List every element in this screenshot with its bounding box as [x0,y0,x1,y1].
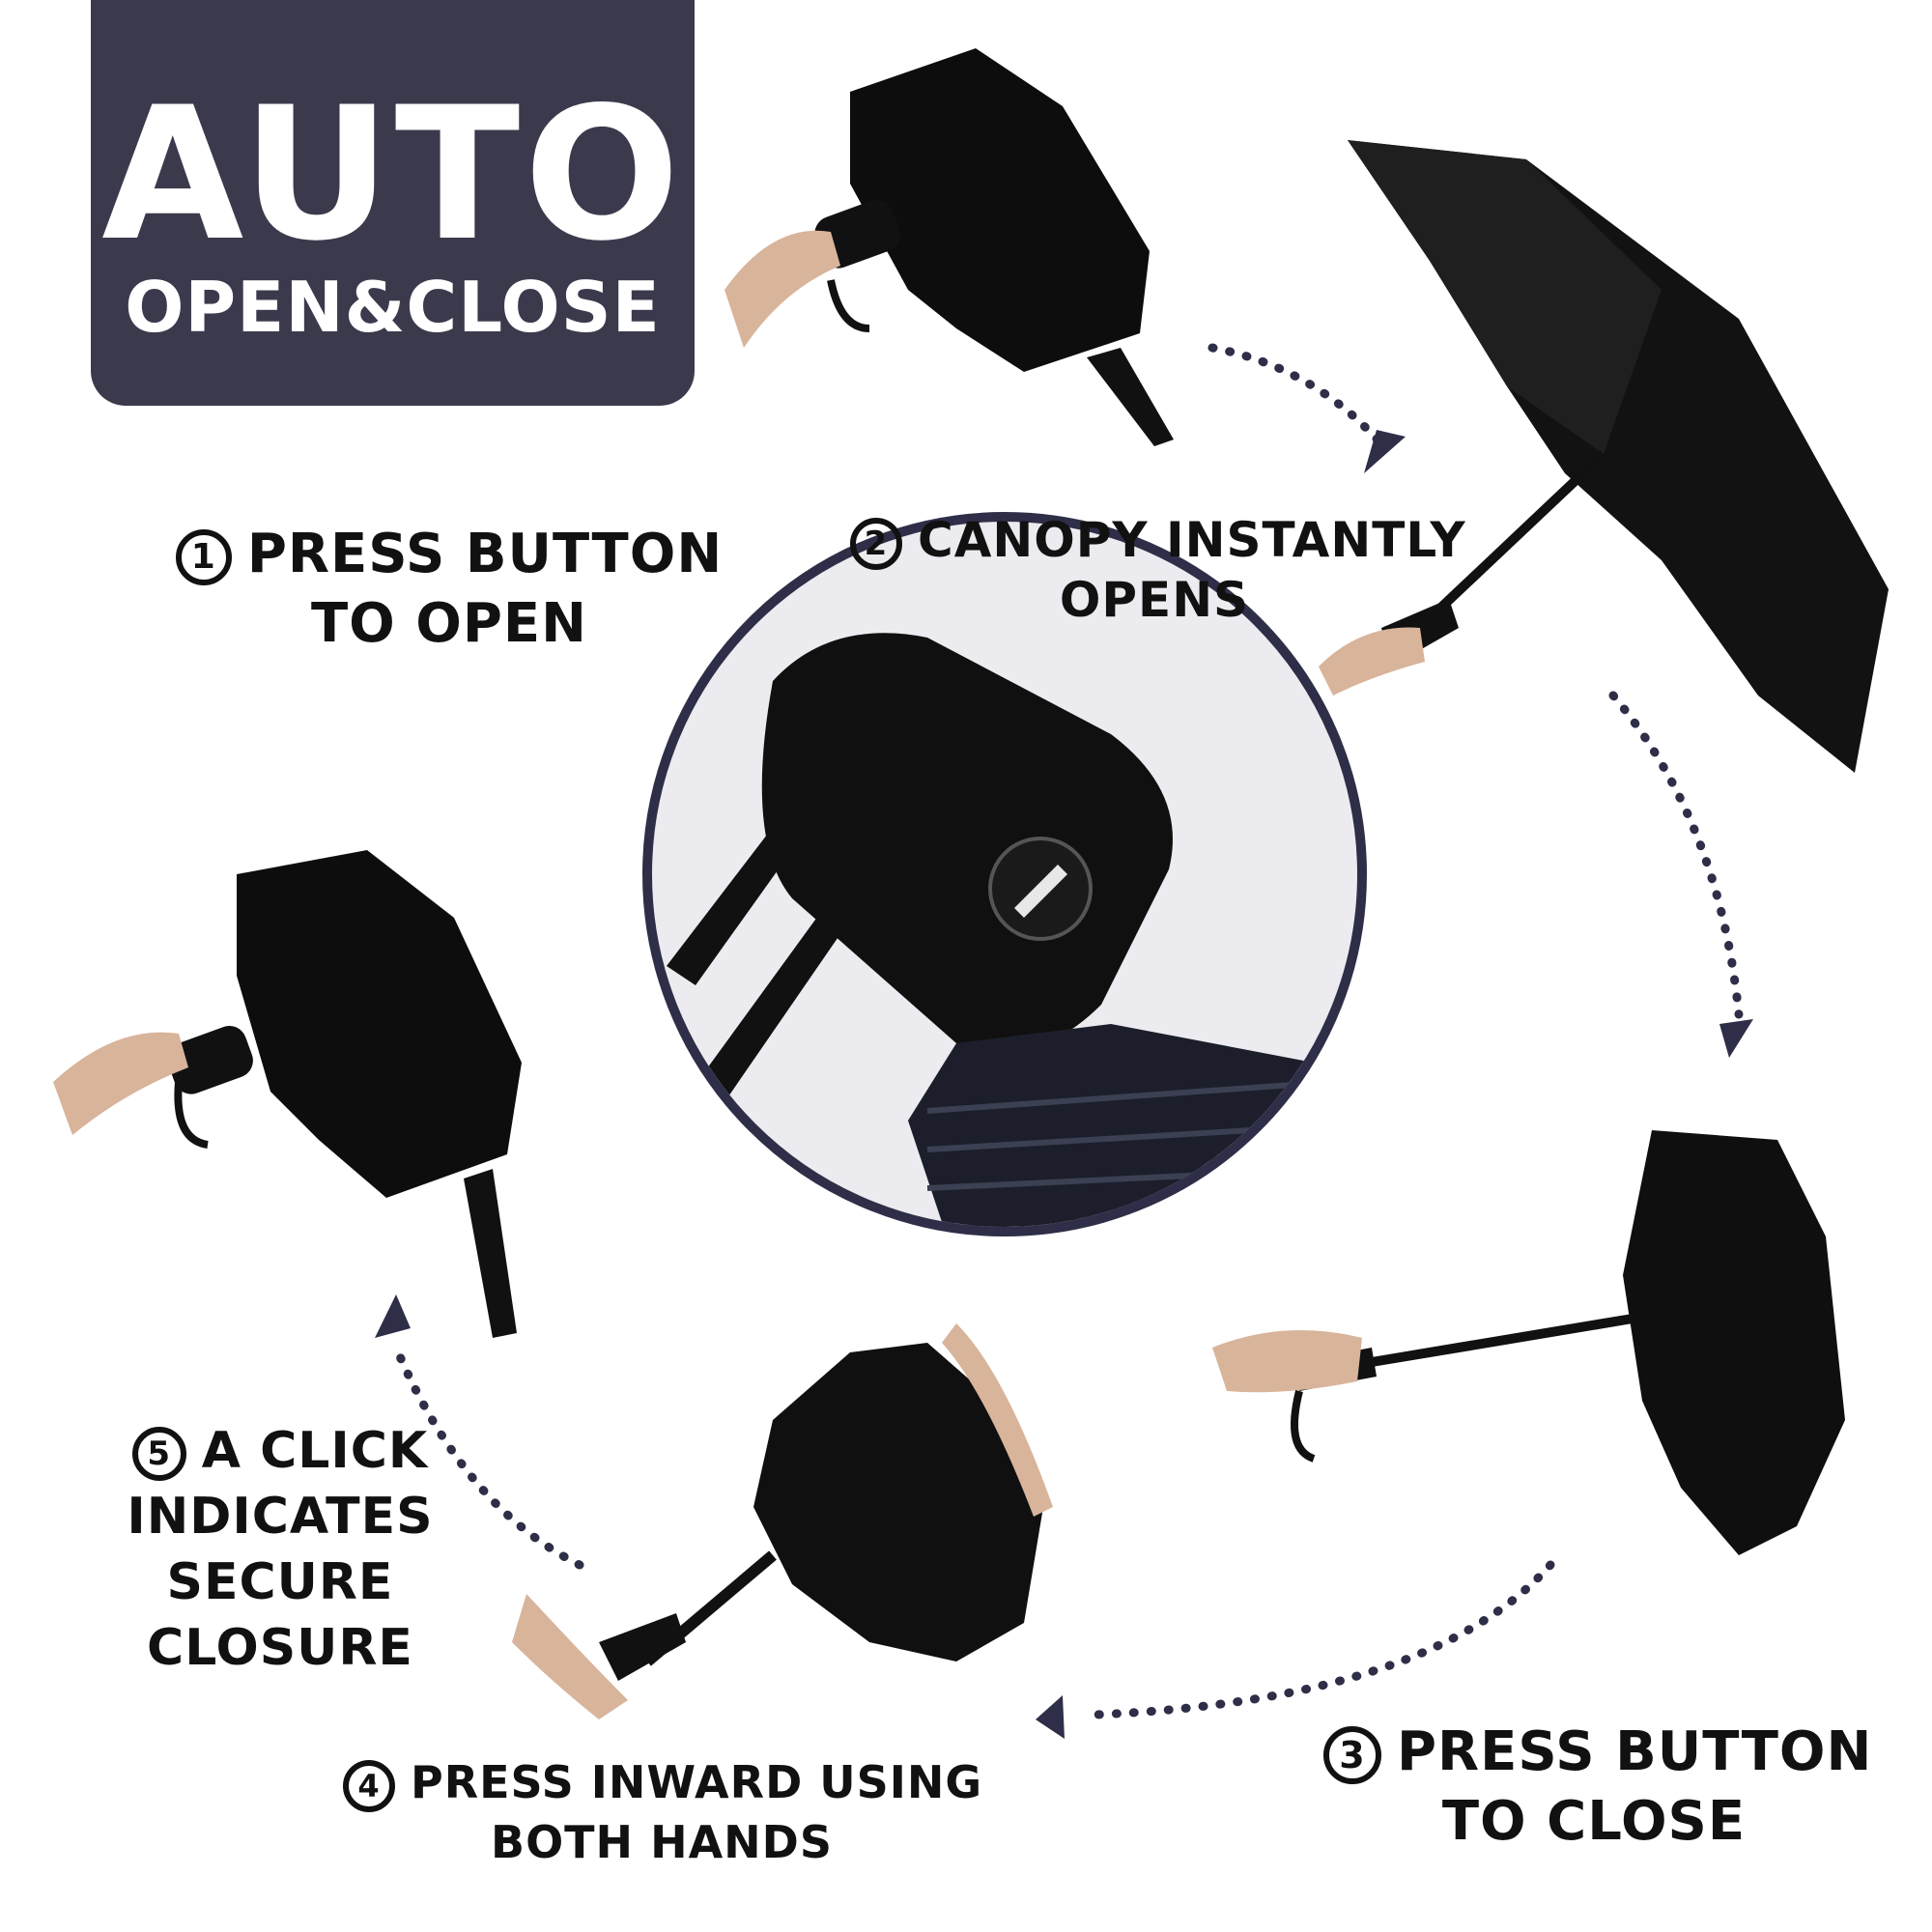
step-1-line-1: PRESS BUTTON [246,523,724,585]
step-5-number: 5 [131,1427,186,1481]
step-4-line-2: BOTH HANDS [491,1816,833,1868]
closed-umbrella-top [724,48,1174,446]
step-5-line-4: CLOSURE [147,1619,413,1677]
step-3-number: 3 [1323,1725,1381,1784]
flow-arrows [391,343,1744,1719]
step-3-line-2: TO CLOSE [1441,1790,1747,1853]
step-3-line-1: PRESS BUTTON [1397,1720,1873,1783]
step-2-caption: 2 CANOPY INSTANTLY OPENS [850,510,1465,630]
title-badge: AUTO OPEN&CLOSE [91,0,695,406]
step-4-number: 4 [343,1759,395,1812]
step-4-caption: 4 PRESS INWARD USING BOTH HANDS [343,1752,983,1872]
step-2-line-2: OPENS [1059,572,1250,628]
closed-umbrella-left [53,850,522,1338]
step-5-line-2: INDICATES [127,1488,434,1546]
step-5-line-3: SECURE [166,1553,394,1611]
open-umbrella [1319,140,1889,773]
title-auto: AUTO [101,68,684,281]
step-2-number: 2 [850,517,902,570]
step-2-line-1: CANOPY INSTANTLY [918,512,1466,568]
step-5-line-1: A CLICK [201,1422,429,1480]
button-closeup [642,512,1367,1236]
step-5-caption: 5 A CLICK INDICATES SECURE CLOSURE [77,1418,483,1681]
title-open-close: OPEN&CLOSE [125,267,661,348]
step-4-line-1: PRESS INWARD USING [411,1756,983,1808]
step-1-line-2: TO OPEN [310,592,588,655]
step-3-caption: 3 PRESS BUTTON TO CLOSE [1323,1718,1871,1857]
step-1-number: 1 [175,528,232,585]
umbrella-step3 [1212,1130,1845,1555]
arrowheads [375,430,1753,1739]
closing-umbrella [512,1323,1053,1719]
